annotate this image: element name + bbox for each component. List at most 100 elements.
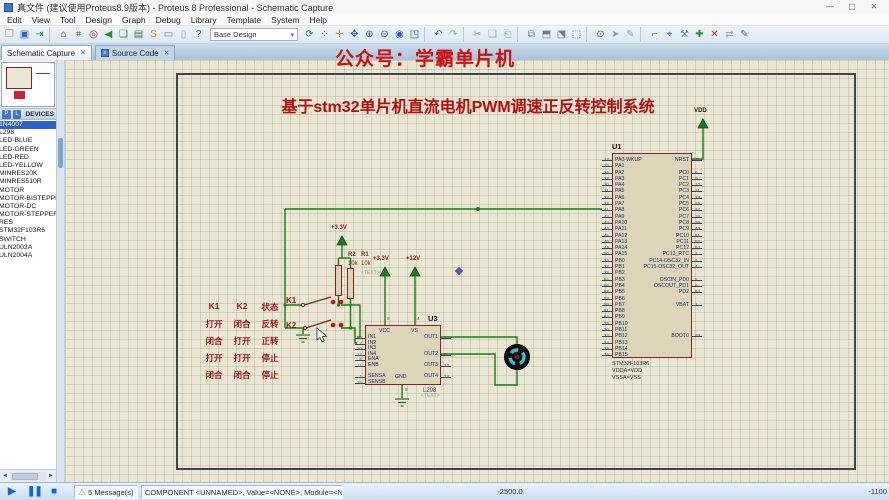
device-item[interactable]: LED-BLUE [0, 137, 33, 145]
remove-sheet-icon[interactable]: ✕ [710, 29, 719, 40]
new-sheet-icon[interactable]: ✚ [695, 29, 704, 40]
device-item[interactable]: MOTOR-STEPPER [0, 211, 56, 219]
block-copy-icon[interactable]: ⧉ [527, 29, 536, 40]
toolbar-icon[interactable] [49, 27, 54, 42]
menu-item[interactable]: Library [190, 14, 217, 25]
zoom-all-icon[interactable]: ◉ [395, 29, 404, 40]
pan-icon[interactable]: ◀ [104, 29, 113, 40]
u1-stm32f103r6[interactable]: 14 PA0-WKUP 15 PA1 16 PA2 17 PA3 20 PA4 [602, 153, 702, 358]
toolbar-icon[interactable] [517, 27, 522, 42]
schematic-canvas[interactable]: 基于stm32单片机直流电机PWM调速正反转控制系统 [65, 60, 889, 482]
menu-item[interactable]: System [271, 14, 300, 25]
device-item[interactable]: ULN2003A [0, 243, 33, 251]
undo-icon[interactable]: ↶ [434, 29, 443, 40]
tab-source-code[interactable]: ≡ Source Code ✕ [94, 45, 176, 60]
cut-icon[interactable]: ✂ [473, 29, 482, 40]
device-item[interactable]: SWITCH [0, 235, 26, 243]
goto-sheet-icon[interactable]: ⇄ [725, 29, 734, 40]
toolbar-icon[interactable] [586, 27, 591, 42]
device-item[interactable]: ULN2004A [0, 252, 33, 259]
block-rotate-icon[interactable]: ⬔ [556, 29, 567, 40]
design-notes-icon[interactable]: ✎ [740, 29, 749, 40]
k1-label[interactable]: K1 [286, 296, 297, 305]
design-root-combo[interactable]: Base Design ▾ [210, 28, 298, 41]
menu-item[interactable]: Debug [155, 14, 181, 25]
close-button[interactable]: ✕ [870, 2, 878, 11]
play-button[interactable]: ▶ [8, 486, 16, 497]
device-item[interactable]: MINRES510R [0, 178, 42, 186]
property-tool-icon[interactable]: ✎ [626, 29, 635, 40]
scroll-right-icon[interactable]: ► [48, 473, 54, 479]
cursor-select-icon[interactable]: ➤ [611, 29, 620, 40]
hscroll-thumb[interactable] [12, 472, 38, 480]
scroll-left-icon[interactable]: ◄ [2, 473, 8, 479]
k2-label[interactable]: K2 [286, 321, 297, 330]
menu-item[interactable]: View [31, 14, 50, 25]
panel-vscrollbar[interactable] [57, 60, 65, 482]
minimize-button[interactable]: — [826, 2, 834, 11]
home-icon[interactable]: ⌂ [60, 29, 67, 40]
wire-autorouter-icon[interactable]: ⌐ [651, 29, 658, 40]
device-item[interactable]: RES [0, 219, 13, 227]
stop-button[interactable]: ■ [51, 486, 58, 497]
paste-icon[interactable]: ⎗ [503, 29, 512, 40]
pick-devices-button[interactable]: P [2, 109, 11, 119]
device-item[interactable]: LED-GREEN [0, 145, 39, 153]
make-device-icon[interactable]: ⚒ [680, 29, 689, 40]
false-origin-icon[interactable]: ✛ [335, 29, 344, 40]
u3-l298[interactable]: 5 IN1 7 IN2 10 IN3 12 IN4 6 ENA [355, 325, 451, 385]
help-icon[interactable]: ? [195, 29, 202, 40]
search-component-icon[interactable]: ⌖ [666, 29, 673, 40]
ruler-icon[interactable]: ▭ [163, 29, 174, 40]
zoom-area-icon[interactable]: ◳ [409, 29, 420, 40]
pan-view-icon[interactable]: ✥ [350, 29, 359, 40]
device-list-hscrollbar[interactable]: ◄ ► [0, 469, 56, 482]
redo-icon[interactable]: ↷ [449, 29, 458, 40]
menu-item[interactable]: Help [309, 14, 327, 25]
maximize-button[interactable]: ▢ [848, 2, 856, 11]
resistor-r2[interactable] [335, 265, 342, 296]
tab-schematic-capture[interactable]: Schematic Capture ✕ [1, 45, 92, 60]
block-move-icon[interactable]: ⬒ [541, 29, 552, 40]
origin-icon[interactable]: ◎ [89, 29, 98, 40]
device-item[interactable]: MINRES20K [0, 170, 38, 178]
grid-dots-icon[interactable]: ⁘ [320, 29, 329, 40]
device-item[interactable]: 1N4007 [0, 121, 56, 130]
device-item[interactable]: LED-RED [0, 153, 29, 161]
refresh-icon[interactable]: ⟳ [305, 29, 314, 40]
zoom-in-icon[interactable]: ⊕ [365, 29, 374, 40]
toolbar-icon[interactable] [640, 27, 645, 42]
toolbar-icon[interactable] [463, 27, 468, 42]
script-icon[interactable]: S [150, 29, 157, 40]
toolbar-icon[interactable] [424, 27, 429, 42]
menu-item[interactable]: Template [226, 14, 262, 25]
close-icon[interactable]: ✕ [163, 50, 170, 57]
copy-icon[interactable]: ❏ [488, 29, 497, 40]
save-icon[interactable]: ▣ [19, 29, 30, 40]
library-button[interactable]: L [12, 109, 22, 119]
pause-button[interactable]: ❚❚ [27, 486, 43, 497]
device-item[interactable]: STM32F103R6 [0, 227, 46, 235]
menu-item[interactable]: Edit [7, 14, 22, 25]
search-tag-icon[interactable]: ⊙ [596, 29, 605, 40]
message-count[interactable]: ⚠5 Message(s) [74, 485, 138, 499]
menu-item[interactable]: Design [85, 14, 112, 25]
menu-item[interactable]: Tool [59, 14, 76, 25]
device-item[interactable]: LED-YELLOW [0, 161, 43, 169]
resistor-r1[interactable] [347, 268, 354, 299]
device-item[interactable]: MOTOR-BISTEPPER [0, 194, 56, 202]
close-icon[interactable]: ✕ [80, 50, 86, 57]
device-item[interactable]: MOTOR [0, 186, 25, 194]
menu-item[interactable]: Graph [122, 14, 146, 25]
junction-grid-icon[interactable]: ⌗ [75, 29, 82, 40]
import-icon[interactable]: ⇥ [35, 29, 44, 40]
messages-icon[interactable]: ❑ [119, 29, 128, 40]
zoom-out-icon[interactable]: ⊖ [380, 29, 389, 40]
sheet-icon[interactable]: ▯ [180, 29, 187, 40]
library-icon[interactable]: ▤ [133, 29, 144, 40]
device-item[interactable]: MOTOR-DC [0, 202, 37, 210]
vscroll-thumb[interactable] [58, 138, 63, 168]
block-delete-icon[interactable]: ⬚ [571, 29, 582, 40]
open-folder-icon[interactable]: ❐ [5, 29, 14, 40]
device-item[interactable]: L298 [0, 129, 15, 137]
